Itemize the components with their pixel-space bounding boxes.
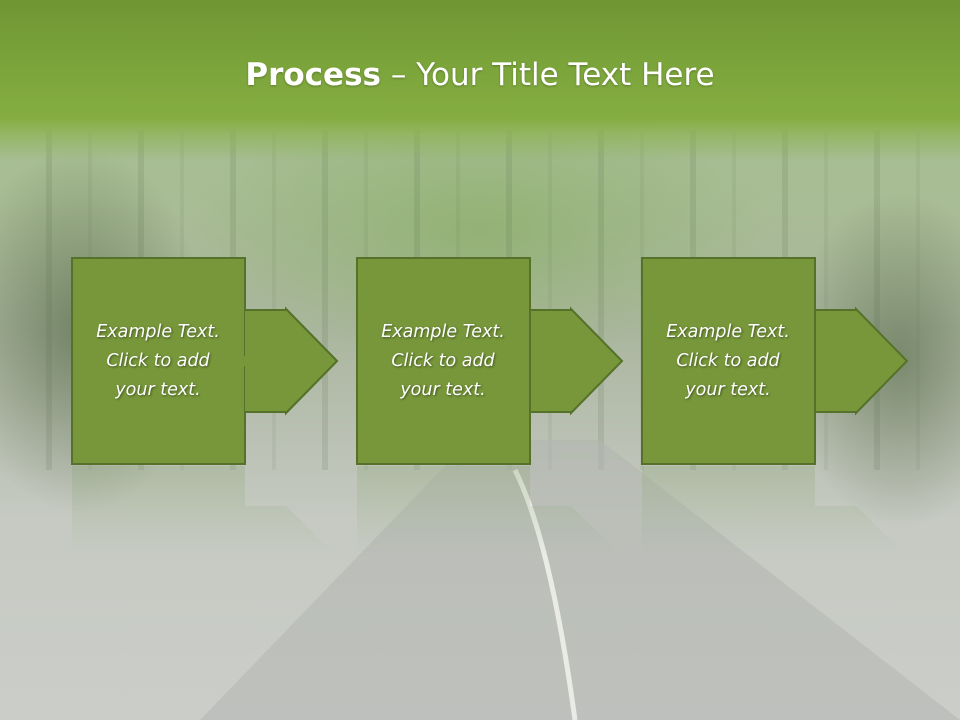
- step-text-line-2: Click to add: [676, 350, 780, 371]
- step-text: Example Text. Click to add your text.: [641, 257, 815, 465]
- process-step-2[interactable]: Example Text. Click to add your text.: [356, 257, 636, 465]
- step-1-reflection: [71, 466, 351, 556]
- step-2-reflection: [356, 466, 636, 556]
- reflection-shape: [642, 466, 907, 556]
- step-text-line-3: your text.: [400, 379, 486, 400]
- step-3-reflection: [641, 466, 921, 556]
- step-text-line-3: your text.: [115, 379, 201, 400]
- step-arrow-shape: [641, 257, 909, 465]
- step-text-line-1: Example Text.: [96, 321, 220, 342]
- reflection-shape: [357, 466, 622, 556]
- title-rest: – Your Title Text Here: [381, 57, 715, 93]
- process-step-3[interactable]: Example Text. Click to add your text.: [641, 257, 921, 465]
- step-arrow-shape: [71, 257, 339, 465]
- step-text-line-2: Click to add: [391, 350, 495, 371]
- step-text-line-1: Example Text.: [666, 321, 790, 342]
- step-text: Example Text. Click to add your text.: [71, 257, 245, 465]
- step-arrow-shape: [356, 257, 624, 465]
- title-band: [0, 0, 960, 160]
- slide-title[interactable]: Process – Your Title Text Here: [0, 52, 960, 98]
- step-text-line-2: Click to add: [106, 350, 210, 371]
- step-text-line-3: your text.: [685, 379, 771, 400]
- step-text-line-1: Example Text.: [381, 321, 505, 342]
- process-step-1[interactable]: Example Text. Click to add your text.: [71, 257, 351, 465]
- title-bold: Process: [245, 57, 381, 93]
- reflection-shape: [72, 466, 337, 556]
- step-text: Example Text. Click to add your text.: [356, 257, 530, 465]
